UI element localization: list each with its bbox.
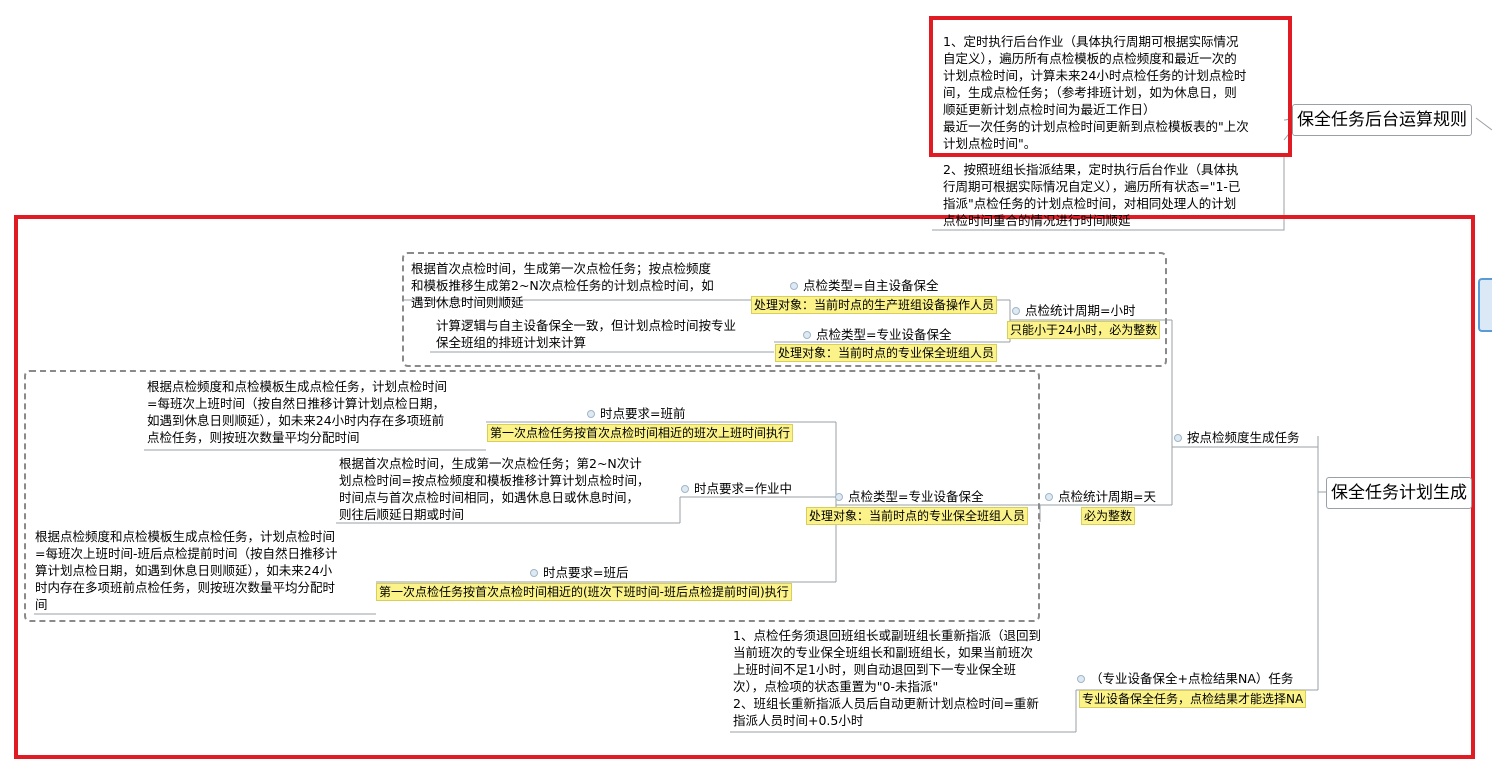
hour-group-box	[402, 252, 1167, 367]
node-dot-icon	[1045, 492, 1053, 501]
hour-pro-type-text: 点检类型=专业设备保全	[816, 327, 952, 342]
node-dot-icon	[1012, 306, 1020, 315]
day-pro-type-text: 点检类型=专业设备保全	[848, 489, 984, 504]
highlight-plan-box	[14, 215, 1475, 759]
hour-period-label[interactable]: 点检统计周期=小时	[1012, 302, 1135, 319]
day-period-text: 点检统计周期=天	[1058, 489, 1156, 504]
na-task-desc: 1、点检任务须退回班组长或副班组长重新指派（退回到 当前班次的专业保全班组长和副…	[733, 628, 1041, 728]
node-dot-icon	[790, 281, 798, 290]
hour-pro-type-label[interactable]: 点检类型=专业设备保全	[803, 326, 951, 343]
node-dot-icon	[835, 492, 843, 501]
backend-rule-1: 1、定时执行后台作业（具体执行周期可根据实际情况 自定义），遍历所有点检模板的点…	[943, 34, 1249, 151]
hour-period-note: 只能小于24小时，必为整数	[1007, 321, 1161, 339]
day-during-label[interactable]: 时点要求=作业中	[681, 480, 792, 497]
day-period-label[interactable]: 点检统计周期=天	[1045, 488, 1156, 505]
day-pro-note: 处理对象：当前时点的专业保全班组人员	[806, 507, 1029, 525]
node-dot-icon	[1077, 674, 1085, 683]
day-before-desc: 根据点检频度和点检模板生成点检任务，计划点检时间 =每班次上班时间（按自然日推移…	[147, 379, 448, 445]
node-dot-icon	[1174, 433, 1182, 442]
na-task-note: 专业设备保全任务，点检结果才能选择NA	[1079, 690, 1307, 708]
day-after-desc: 根据点检频度和点检模板生成点检任务，计划点检时间 =每班次上班时间-班后点检提前…	[35, 529, 338, 612]
hour-pro-desc: 计算逻辑与自主设备保全一致，但计划点检时间按专业 保全班组的排班计划来计算	[436, 318, 737, 350]
day-before-label[interactable]: 时点要求=班前	[587, 405, 685, 422]
node-dot-icon	[587, 409, 595, 418]
highlight-backend-box	[929, 16, 1292, 157]
day-during-text: 时点要求=作业中	[694, 481, 792, 496]
day-after-note: 第一次点检任务按首次点检时间相近的(班次下班时间-班后点检提前时间)执行	[376, 583, 792, 601]
na-task-label[interactable]: （专业设备保全+点检结果NA）任务	[1077, 670, 1293, 687]
node-dot-icon	[530, 568, 538, 577]
hour-self-note: 处理对象：当前时点的生产班组设备操作人员	[751, 296, 998, 314]
topic-backend-rule[interactable]: 保全任务后台运算规则	[1292, 104, 1472, 136]
day-after-text: 时点要求=班后	[543, 565, 629, 580]
node-dot-icon	[681, 484, 689, 493]
day-pro-type-label[interactable]: 点检类型=专业设备保全	[835, 488, 983, 505]
hour-self-type-label[interactable]: 点检类型=自主设备保全	[790, 277, 938, 294]
day-before-text: 时点要求=班前	[600, 406, 686, 421]
hour-period-text: 点检统计周期=小时	[1025, 303, 1136, 318]
hour-self-desc: 根据首次点检时间，生成第一次点检任务；按点检频度 和模板推移生成第2~N次点检任…	[411, 261, 714, 310]
hour-pro-note: 处理对象：当前时点的专业保全班组人员	[775, 344, 998, 362]
hour-self-type-text: 点检类型=自主设备保全	[803, 278, 939, 293]
node-dot-icon	[803, 330, 811, 339]
day-after-label[interactable]: 时点要求=班后	[530, 564, 628, 581]
freq-branch-text: 按点检频度生成任务	[1187, 430, 1300, 445]
day-group-box	[24, 370, 1040, 622]
day-during-desc: 根据首次点检时间，生成第一次点检任务；第2~N次计 划点检时间=按点检频度和模板…	[339, 456, 650, 522]
offscreen-node-edge	[1478, 278, 1492, 332]
topic-plan-gen[interactable]: 保全任务计划生成	[1326, 477, 1472, 509]
na-task-text: （专业设备保全+点检结果NA）任务	[1090, 671, 1294, 686]
day-before-note: 第一次点检任务按首次点检时间相近的班次上班时间执行	[487, 424, 794, 442]
day-period-note: 必为整数	[1081, 507, 1136, 525]
freq-branch-label[interactable]: 按点检频度生成任务	[1174, 429, 1300, 446]
backend-rule-2: 2、按照班组长指派结果，定时执行后台作业（具体执 行周期可根据实际情况自定义），…	[943, 162, 1241, 228]
